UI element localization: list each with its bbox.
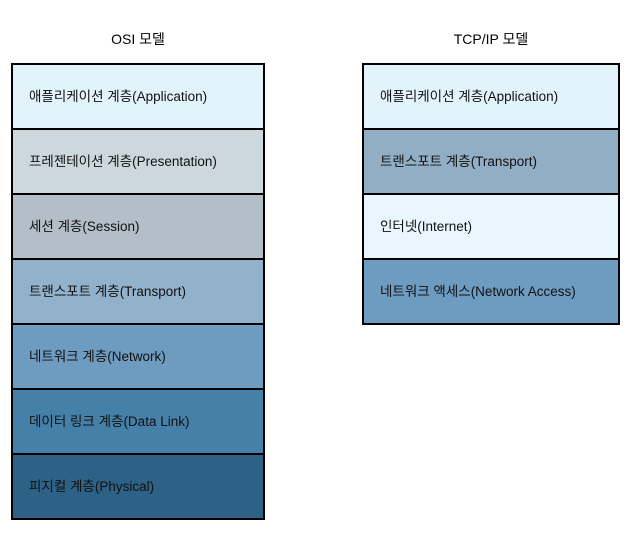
osi-layer-label: 피지컬 계층(Physical) (29, 478, 155, 494)
tcpip-model-title: TCP/IP 모델 (453, 31, 529, 47)
osi-layer-1: 애플리케이션 계층(Application) (13, 65, 263, 130)
osi-layer-4: 트랜스포트 계층(Transport) (13, 260, 263, 325)
osi-model-title: OSI 모델 (111, 31, 165, 47)
tcpip-layer-3: 인터넷(Internet) (364, 195, 618, 260)
tcpip-layer-label: 인터넷(Internet) (380, 218, 473, 234)
tcpip-layer-2: 트랜스포트 계층(Transport) (364, 130, 618, 195)
osi-layer-3: 세션 계층(Session) (13, 195, 263, 260)
osi-layer-label: 세션 계층(Session) (29, 218, 140, 234)
osi-layer-label: 트랜스포트 계층(Transport) (29, 283, 186, 299)
osi-layer-label: 데이터 링크 계층(Data Link) (29, 413, 190, 429)
tcpip-layer-1: 애플리케이션 계층(Application) (364, 65, 618, 130)
osi-layer-label: 애플리케이션 계층(Application) (29, 88, 208, 104)
tcpip-layer-stack: 애플리케이션 계층(Application) 트랜스포트 계층(Transport… (362, 63, 620, 325)
osi-layer-5: 네트워크 계층(Network) (13, 325, 263, 390)
osi-layer-6: 데이터 링크 계층(Data Link) (13, 390, 263, 455)
osi-layer-2: 프레젠테이션 계층(Presentation) (13, 130, 263, 195)
tcpip-layer-label: 네트워크 액세스(Network Access) (380, 283, 576, 299)
tcpip-layer-4: 네트워크 액세스(Network Access) (364, 260, 618, 325)
osi-layer-label: 네트워크 계층(Network) (29, 348, 166, 364)
osi-layer-7: 피지컬 계층(Physical) (13, 455, 263, 520)
tcpip-layer-label: 트랜스포트 계층(Transport) (380, 153, 537, 169)
tcpip-layer-label: 애플리케이션 계층(Application) (380, 88, 559, 104)
osi-layer-label: 프레젠테이션 계층(Presentation) (29, 153, 217, 169)
osi-layer-stack: 애플리케이션 계층(Application) 프레젠테이션 계층(Presenta… (11, 63, 265, 520)
